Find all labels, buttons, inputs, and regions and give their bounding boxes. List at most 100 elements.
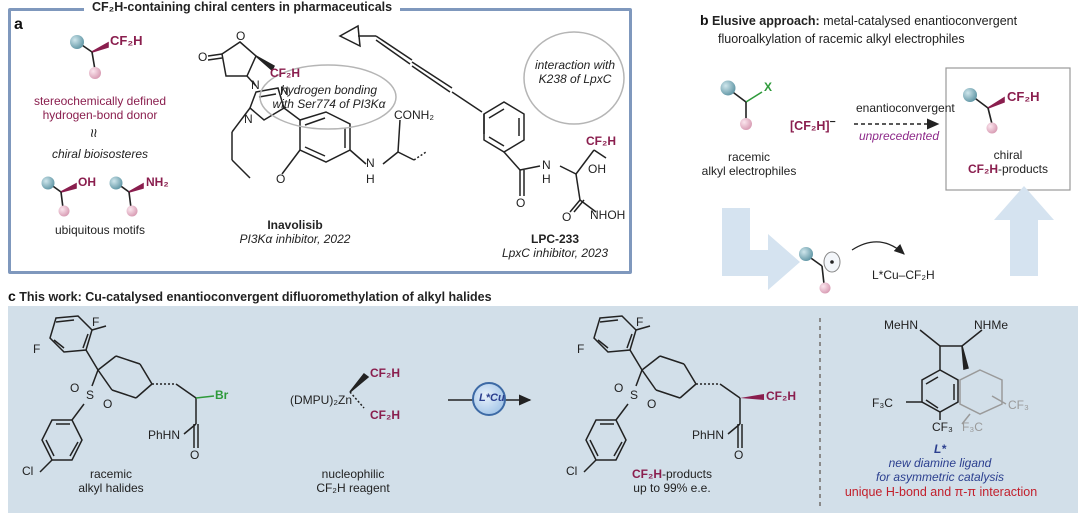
atom-o: O xyxy=(734,448,744,462)
ligand-mehn: MeHN xyxy=(884,318,919,332)
lpc-cf2h: CF₂H xyxy=(586,134,616,148)
atom-h: H xyxy=(366,172,375,186)
teal-ball xyxy=(799,247,813,261)
pr-label-line: CF₂H-products xyxy=(612,467,732,481)
cf2h-motif-label: CF₂H xyxy=(110,33,143,48)
atom-o: O xyxy=(103,397,113,411)
x-label: X xyxy=(764,80,773,94)
atom-o: O xyxy=(647,397,657,411)
hbond-ellipse xyxy=(259,64,397,130)
ligand-desc3: unique H-bond and π-π interaction xyxy=(844,485,1038,499)
ligand-f3c-grey: F₃C xyxy=(962,420,983,434)
atom-n: N xyxy=(366,156,375,170)
panel-b-title-line2: fluoroalkylation of racemic alkyl electr… xyxy=(718,32,965,46)
product-skeleton xyxy=(583,315,743,473)
curved-arrow xyxy=(851,241,905,255)
atom-cl: Cl xyxy=(22,464,34,478)
atom-n: N xyxy=(251,78,260,92)
lpc-desc: LpxC inhibitor, 2023 xyxy=(501,246,609,260)
dmpu-label: (DMPU)₂Zn xyxy=(290,393,352,407)
ubiquitous-label: ubiquitous motifs xyxy=(54,223,146,237)
inavolisib-skeleton xyxy=(207,41,427,179)
inavolisib-cf2h: CF₂H xyxy=(270,66,300,80)
arrow-top-label: enantioconvergent xyxy=(856,101,955,115)
reagent-charge: − xyxy=(829,117,836,128)
atom-n: N xyxy=(280,84,289,98)
arrow-bottom-label: unprecedented xyxy=(858,129,940,143)
racemic-label: racemic alkyl electrophiles xyxy=(701,150,797,178)
atom-n: N xyxy=(244,112,253,126)
atom-s: S xyxy=(630,388,639,402)
atom-o: O xyxy=(516,196,526,210)
inavolisib-desc: PI3Kα inhibitor, 2022 xyxy=(239,232,351,246)
product-box xyxy=(945,67,1071,191)
lpc-name: LPC-233 xyxy=(530,232,580,246)
product-label-suffix: -products xyxy=(997,162,1049,176)
hbond-note: hydrogen bonding with Ser774 of PI3Kα xyxy=(272,83,386,111)
reagent-cf2h: CF₂H xyxy=(370,408,400,422)
reagent-label: [CF₂H]− xyxy=(790,117,836,133)
teal-ball xyxy=(70,35,84,49)
atom-f: F xyxy=(577,342,585,356)
ligand-cf3: CF₃ xyxy=(932,420,953,434)
pr-label-cf2h: CF₂H xyxy=(631,467,662,481)
ligand-cf3-grey: CF₃ xyxy=(1008,398,1029,412)
panel-b-title-bold: Elusive approach: xyxy=(712,14,820,28)
atom-o: O xyxy=(70,381,80,395)
motif-nh2 xyxy=(117,182,144,209)
pink-ball xyxy=(89,67,101,79)
phhn-label: PhHN xyxy=(148,428,181,442)
ligand-skeleton xyxy=(906,329,983,420)
ligand-desc1: new diamine ligand xyxy=(888,456,992,470)
reagent-cf2h: CF₂H xyxy=(370,366,400,380)
lpx-ellipse xyxy=(523,31,625,125)
atom-n: N xyxy=(542,158,551,172)
atom-o: O xyxy=(236,29,246,43)
phhn-label: PhHN xyxy=(692,428,725,442)
reagent-skeleton xyxy=(349,372,370,409)
nhoh-label: NHOH xyxy=(590,208,626,222)
reagent-text: [CF₂H] xyxy=(790,119,830,134)
panel-c-title-text: This work: Cu-catalysed enantioconvergen… xyxy=(19,290,492,304)
atom-br: Br xyxy=(215,388,229,402)
product-label-line: CF₂H-products xyxy=(946,162,1070,176)
atom-oh: OH xyxy=(588,162,606,176)
panel-b-title-rest: metal-catalysed enantioconvergent xyxy=(819,14,1018,28)
teal-ball xyxy=(41,176,55,190)
atom-cl: Cl xyxy=(566,464,578,478)
cu-catalyst-circle xyxy=(472,382,506,416)
pink-ball xyxy=(740,118,752,130)
atom-o: O xyxy=(614,381,624,395)
teal-ball xyxy=(109,176,123,190)
catalyst-label: L*Cu xyxy=(479,392,505,404)
atom-o: O xyxy=(276,172,286,186)
product-cf2h: CF₂H xyxy=(1007,89,1040,104)
sm-label: racemic alkyl halides xyxy=(78,467,144,495)
atom-h: H xyxy=(542,172,551,186)
product-label-cf2h: CF₂H xyxy=(967,162,998,176)
ligand-skeleton-grey xyxy=(959,369,1007,425)
product-label-chiral: chiral xyxy=(993,148,1023,162)
pink-ball xyxy=(986,122,998,134)
ligand-name: L* xyxy=(934,442,946,456)
left-l-arrow xyxy=(722,208,800,290)
pr-label-ee: up to 99% e.e. xyxy=(633,481,711,495)
teal-ball xyxy=(963,88,977,102)
atom-f: F xyxy=(33,342,41,356)
lpx-note: interaction with K238 of LpxC xyxy=(534,58,616,86)
atom-f: F xyxy=(92,315,100,329)
product-cf2h: CF₂H xyxy=(766,389,796,403)
panel-a-letter: a xyxy=(14,16,23,33)
atom-o: O xyxy=(198,50,208,64)
panel-c-title: c This work: Cu-catalysed enantioconverg… xyxy=(8,288,492,304)
ligand-nhme: NHMe xyxy=(974,318,1009,332)
sm-skeleton xyxy=(39,315,215,473)
lpc-skeleton xyxy=(338,24,607,213)
pink-ball xyxy=(126,205,138,217)
panel-c-letter: c xyxy=(8,288,16,304)
product-wedge xyxy=(740,394,764,400)
atom-o: O xyxy=(190,448,200,462)
ligand-desc2: for asymmetric catalysis xyxy=(875,470,1005,484)
